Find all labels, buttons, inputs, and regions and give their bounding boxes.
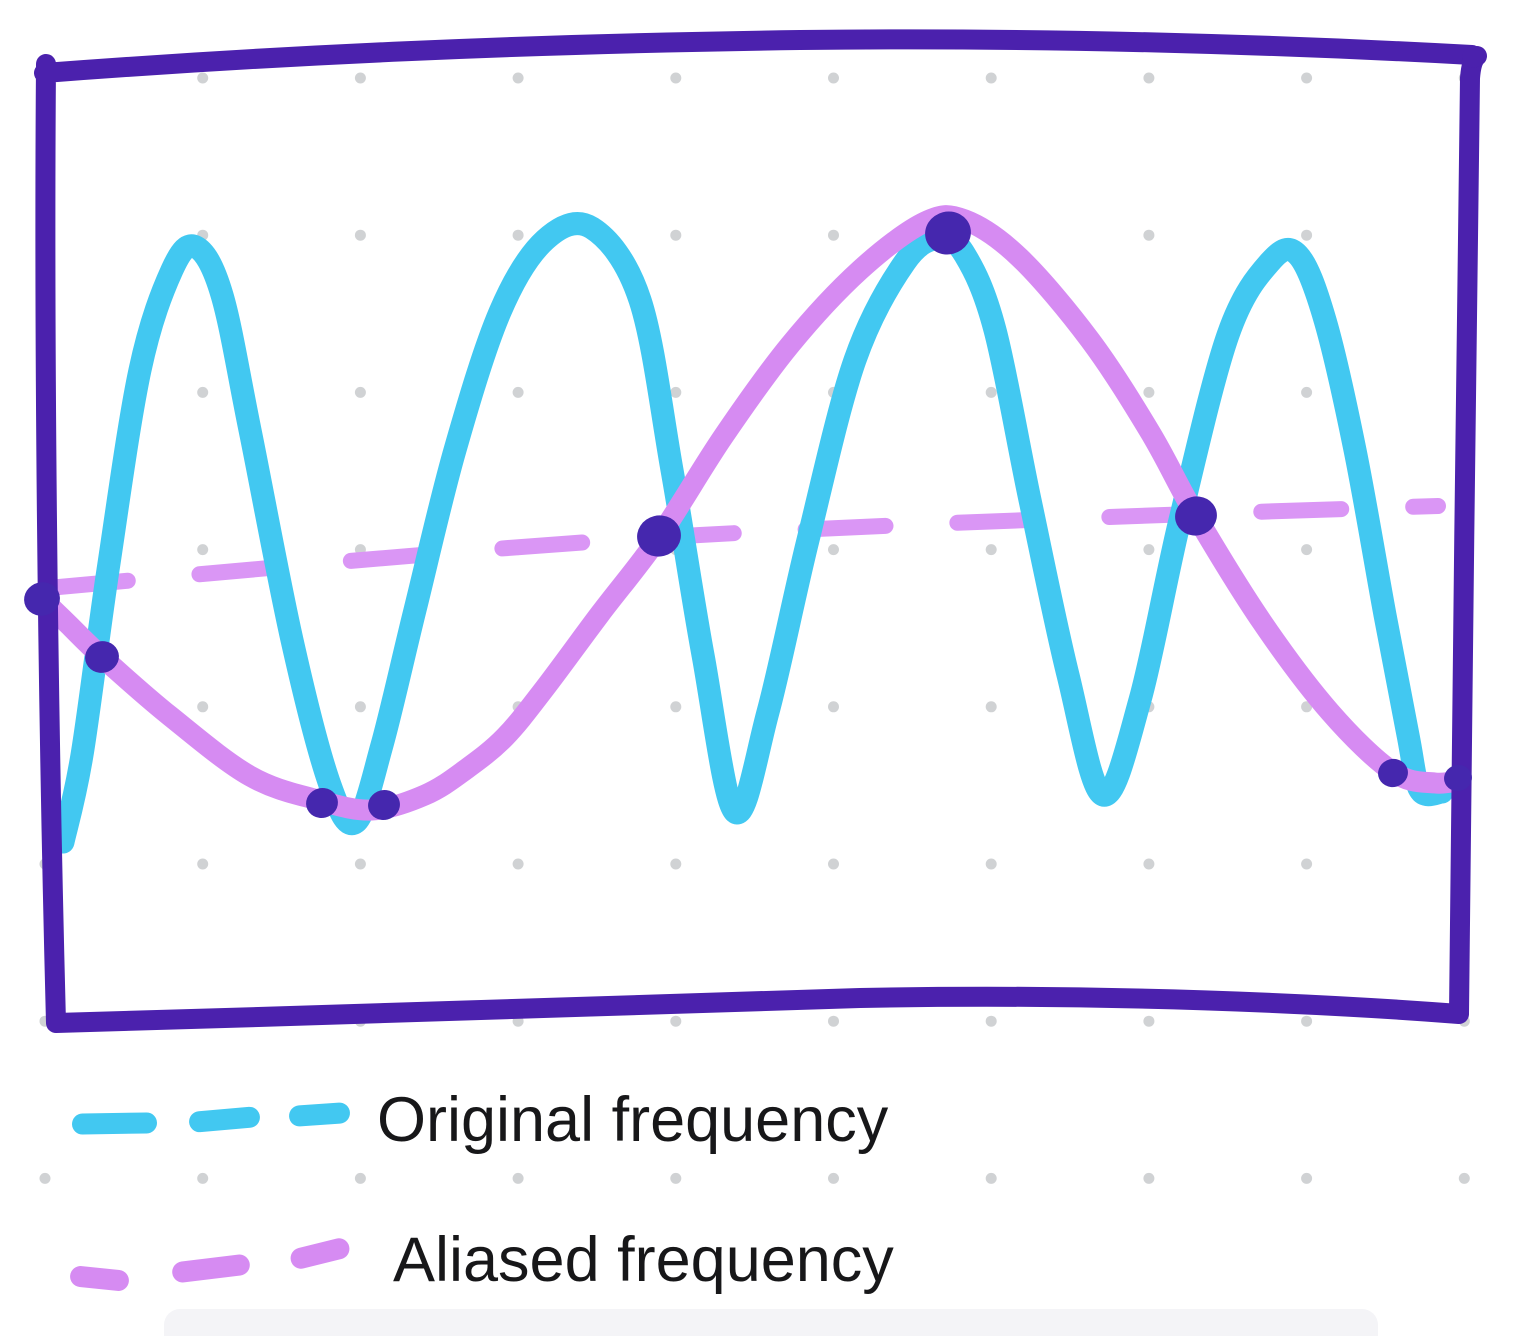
grid-dot <box>828 701 839 713</box>
grid-dot <box>39 1172 51 1184</box>
sample-point <box>1378 758 1408 788</box>
grid-dot <box>1301 701 1313 713</box>
sample-point <box>306 788 338 818</box>
grid-dot <box>828 229 839 241</box>
grid-dot <box>1301 544 1313 556</box>
grid-dot <box>354 229 366 241</box>
grid-dot <box>828 72 839 84</box>
grid-dot <box>985 1015 997 1027</box>
grid-dot <box>1458 1172 1470 1184</box>
grid-dot <box>354 701 366 713</box>
grid-dot <box>670 1172 682 1184</box>
grid-dot <box>985 386 997 398</box>
grid-dot <box>197 72 209 84</box>
grid-dot <box>1143 1015 1155 1027</box>
grid-dot <box>1301 1172 1313 1184</box>
grid-dot <box>512 858 524 870</box>
grid-dot <box>1143 386 1155 398</box>
grid-dot <box>197 701 209 713</box>
grid-dot <box>670 386 682 398</box>
frame-border <box>34 29 1487 1033</box>
grid-dot <box>828 858 839 870</box>
grid-dot <box>1143 229 1155 241</box>
frame-corner-blob <box>1462 46 1484 68</box>
grid-dot <box>1143 858 1155 870</box>
grid-dot <box>985 1172 997 1184</box>
grid-dot <box>1301 386 1313 398</box>
grid-dot <box>354 858 366 870</box>
grid-dot <box>985 544 997 556</box>
sample-point <box>1175 496 1217 536</box>
grid-dot <box>828 544 839 556</box>
sample-point <box>637 515 681 557</box>
grid-dot <box>512 386 524 398</box>
original-wave <box>51 212 1454 854</box>
sample-point <box>85 641 119 673</box>
aliased-wave <box>31 205 1472 821</box>
grid-dot <box>670 701 682 713</box>
grid-dot <box>1301 229 1313 241</box>
grid-dot <box>828 1172 839 1184</box>
grid-dot <box>1301 72 1313 84</box>
grid-dot <box>1143 72 1155 84</box>
grid-dot <box>670 858 682 870</box>
grid-dot <box>354 72 366 84</box>
grid-dot <box>985 72 997 84</box>
grid-dot <box>985 858 997 870</box>
sample-points <box>24 211 1472 820</box>
grid-dot <box>197 1172 209 1184</box>
grid-dot <box>512 1172 524 1184</box>
sample-point <box>24 582 60 616</box>
grid-dot <box>197 544 209 556</box>
sampling-dashed-line <box>40 498 1446 596</box>
grid-dot <box>1143 544 1155 556</box>
sample-point <box>1444 764 1472 792</box>
grid-dot <box>828 1015 839 1027</box>
grid-dot <box>512 229 524 241</box>
sample-point <box>925 211 971 255</box>
grid-dot <box>670 72 682 84</box>
bottom-toolbar-edge <box>164 1309 1378 1336</box>
grid-dot <box>197 858 209 870</box>
grid-dot <box>354 1172 366 1184</box>
grid-dot <box>670 229 682 241</box>
sample-point <box>368 790 400 820</box>
grid-dot <box>512 72 524 84</box>
grid-dot <box>354 386 366 398</box>
grid-dot <box>985 701 997 713</box>
grid-dot <box>1301 858 1313 870</box>
grid-dot <box>1301 1015 1313 1027</box>
grid-dot <box>197 386 209 398</box>
grid-dot <box>1143 1172 1155 1184</box>
grid-dot <box>670 1015 682 1027</box>
